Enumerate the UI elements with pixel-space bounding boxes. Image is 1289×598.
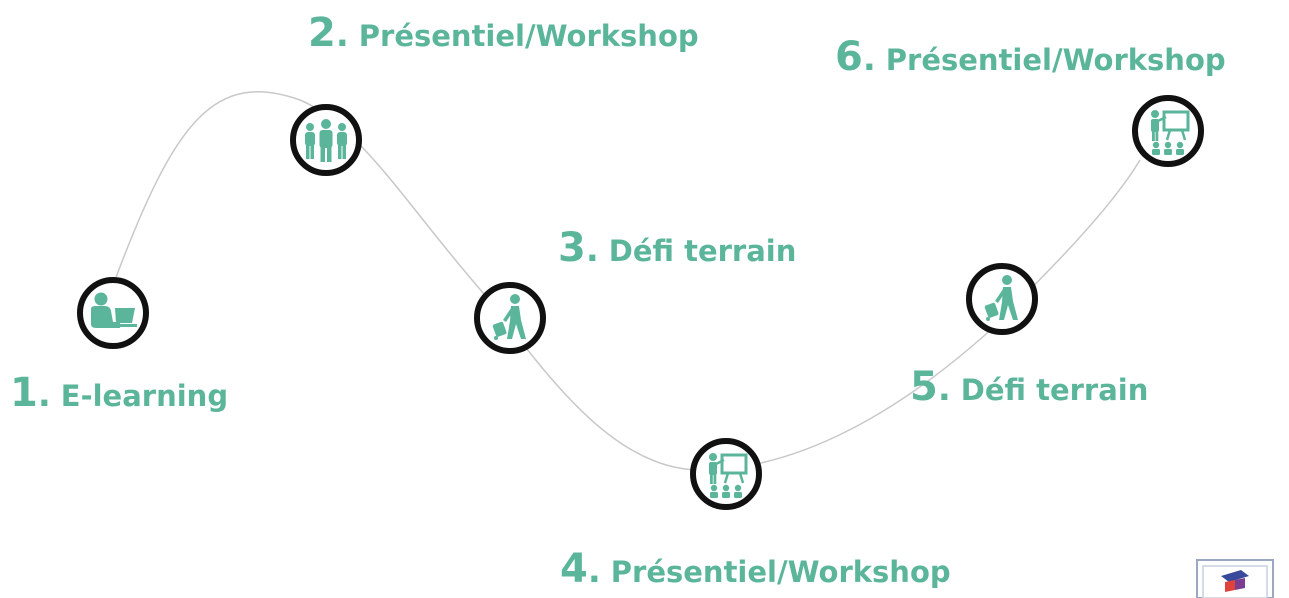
stage-3-number: 3 [558, 225, 586, 271]
stage-3-text: Défi terrain [608, 234, 797, 268]
stage-4-dot: . [587, 551, 601, 591]
stage-4-label: 4. Présentiel/Workshop [560, 549, 951, 589]
stage-1-text: E-learning [60, 379, 229, 413]
stage-2-node [290, 104, 362, 176]
stage-4-node [690, 438, 762, 510]
group-people-icon [305, 119, 347, 162]
stage-5-dot: . [937, 369, 951, 409]
stage-2-dot: . [335, 15, 349, 55]
stage-4-text: Présentiel/Workshop [610, 555, 951, 589]
presentation-board-icon [709, 453, 748, 498]
stage-5-label: 5. Défi terrain [910, 367, 1148, 407]
walking-person-icon [984, 275, 1018, 321]
stage-6-label: 6. Présentiel/Workshop [835, 37, 1226, 77]
stage-3-node [474, 282, 546, 354]
stage-2-text: Présentiel/Workshop [358, 19, 699, 53]
stage-1-label: 1. E-learning [10, 373, 228, 413]
stage-6-number: 6 [835, 34, 863, 80]
stage-2-number: 2 [308, 10, 336, 56]
stage-6-text: Présentiel/Workshop [885, 43, 1226, 77]
elearning-laptop-icon [91, 292, 137, 328]
stage-1-node [77, 277, 149, 349]
stage-3-dot: . [585, 230, 599, 270]
walking-person-icon [492, 294, 526, 340]
stage-1-dot: . [37, 375, 51, 415]
stage-5-text: Défi terrain [960, 373, 1149, 407]
stage-5-node [966, 263, 1038, 335]
stage-4-number: 4 [560, 546, 588, 592]
shield-logo-icon [1196, 559, 1274, 598]
stage-5-number: 5 [910, 364, 938, 410]
presentation-board-icon [1151, 110, 1190, 155]
stage-6-node [1132, 95, 1204, 167]
stage-6-dot: . [862, 39, 876, 79]
stage-1-number: 1 [10, 370, 38, 416]
stage-3-label: 3. Défi terrain [558, 228, 796, 268]
stage-2-label: 2. Présentiel/Workshop [308, 13, 699, 53]
